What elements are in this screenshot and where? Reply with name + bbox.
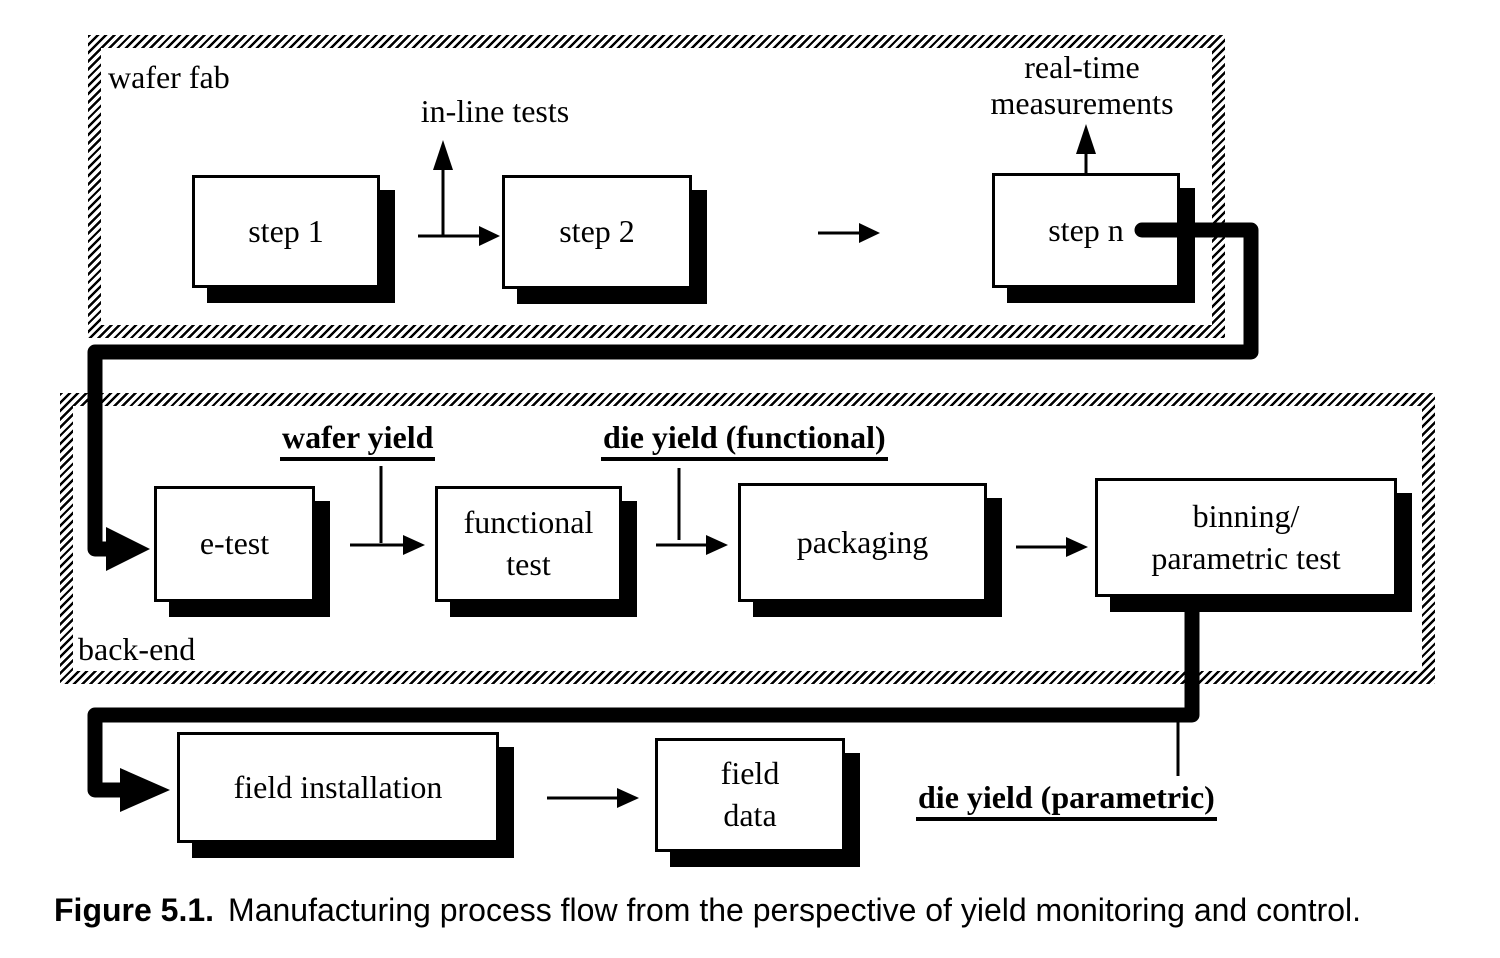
back-end-label: back-end — [78, 631, 196, 667]
step1-label: step 1 — [248, 212, 324, 249]
binning-label-line1: binning/ — [1192, 497, 1300, 534]
field-data-box: field data — [655, 738, 845, 852]
binning-parametric-test-box: binning/ parametric test — [1095, 478, 1397, 597]
functional-test-box: functional test — [435, 486, 622, 602]
field-installation-box: field installation — [177, 732, 499, 843]
die-yield-parametric-label: die yield (parametric) — [916, 779, 1217, 822]
die-yield-functional-label: die yield (functional) — [601, 419, 888, 462]
step2-label: step 2 — [559, 213, 635, 250]
stepn-box: step n — [992, 173, 1180, 288]
figure-caption: Figure 5.1. Manufacturing process flow fr… — [54, 892, 1474, 929]
packaging-box: packaging — [738, 483, 987, 602]
stepn-label: step n — [1048, 211, 1124, 248]
field-data-label-line2: data — [723, 797, 777, 833]
figure-caption-number: Figure 5.1. — [54, 892, 215, 928]
inline-tests-label: in-line tests — [420, 93, 570, 129]
arrow-field-installation-to-field-data — [547, 788, 639, 808]
etest-label: e-test — [199, 525, 270, 562]
etest-box: e-test — [154, 486, 315, 602]
field-data-label-line1: field — [720, 755, 780, 792]
step2-box: step 2 — [502, 175, 692, 289]
wafer-yield-label: wafer yield — [280, 419, 436, 462]
realtime-measurements-label: real-time measurements — [982, 49, 1182, 122]
functional-test-label-line2: test — [506, 546, 551, 582]
realtime-measurements-line2: measurements — [990, 84, 1174, 121]
figure-caption-text: Manufacturing process flow from the pers… — [228, 892, 1362, 928]
field-installation-label: field installation — [233, 768, 443, 805]
wafer-fab-label: wafer fab — [108, 59, 230, 95]
realtime-measurements-line1: real-time — [1024, 49, 1140, 85]
step1-box: step 1 — [192, 175, 380, 288]
binning-label-line2: parametric test — [1151, 539, 1341, 576]
functional-test-label-line1: functional — [463, 504, 594, 541]
packaging-label: packaging — [796, 523, 929, 560]
